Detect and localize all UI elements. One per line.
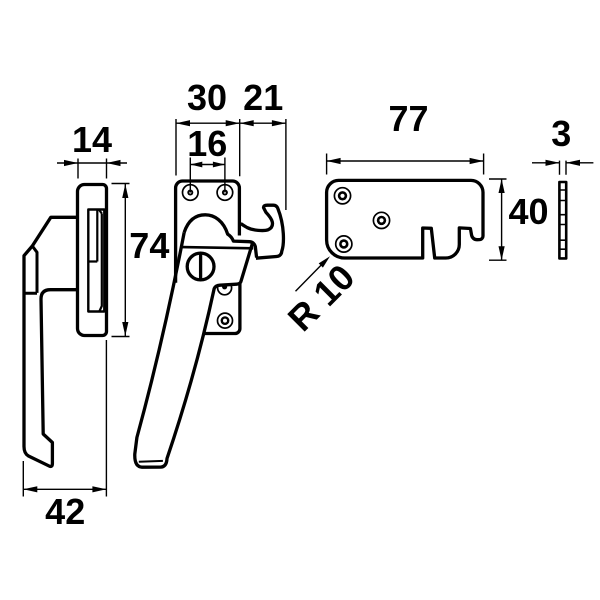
svg-text:14: 14 [72,119,112,160]
svg-text:40: 40 [509,191,549,232]
svg-text:21: 21 [243,77,283,118]
svg-text:74: 74 [129,225,169,266]
svg-text:3: 3 [551,113,571,154]
svg-text:16: 16 [187,123,227,164]
svg-text:30: 30 [187,77,227,118]
svg-text:42: 42 [45,491,85,532]
svg-text:77: 77 [388,98,428,139]
